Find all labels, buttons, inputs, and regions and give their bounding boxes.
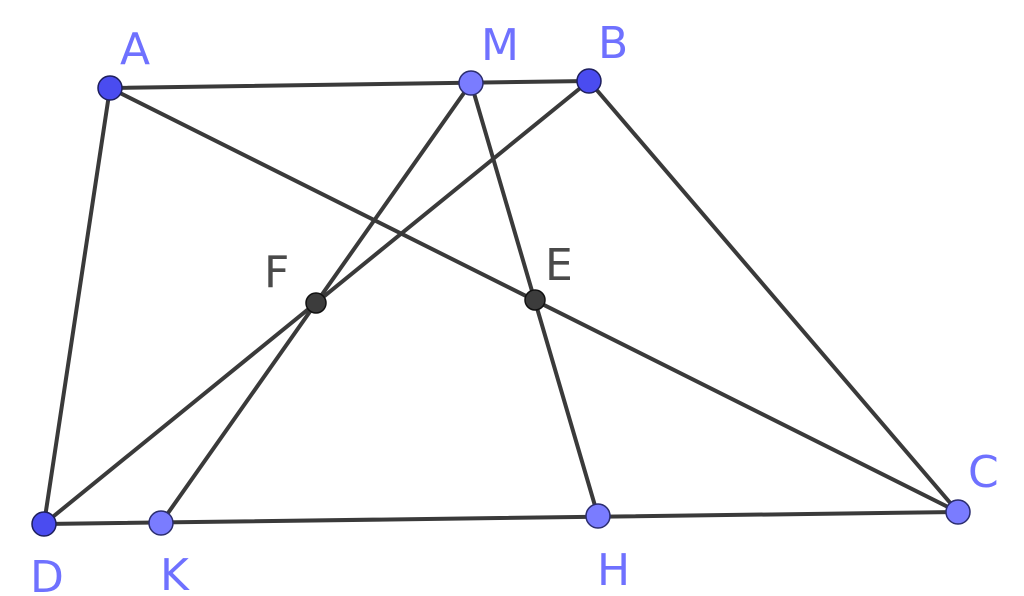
- segment-AB: [108, 79, 591, 90]
- label-D: D: [30, 552, 64, 596]
- point-H[interactable]: [585, 503, 611, 529]
- points-layer: [31, 68, 971, 537]
- label-A: A: [120, 24, 150, 75]
- label-K: K: [160, 550, 190, 596]
- segment-DA: [42, 86, 112, 526]
- point-C[interactable]: [945, 499, 971, 525]
- label-C: C: [968, 447, 999, 498]
- label-H: H: [597, 545, 630, 596]
- segments-layer: [42, 79, 960, 526]
- point-E[interactable]: [524, 289, 546, 311]
- point-M[interactable]: [458, 70, 484, 96]
- point-A[interactable]: [97, 75, 123, 101]
- label-F: F: [264, 247, 289, 298]
- label-M: M: [481, 20, 519, 71]
- point-K[interactable]: [148, 510, 174, 536]
- label-E: E: [545, 240, 573, 291]
- point-F[interactable]: [305, 292, 327, 314]
- segment-CD: [42, 510, 960, 526]
- segment-BC: [587, 79, 960, 514]
- point-D[interactable]: [31, 511, 57, 537]
- label-B: B: [598, 18, 628, 69]
- labels-layer: A M B F E C D K H: [30, 18, 999, 596]
- point-B[interactable]: [576, 68, 602, 94]
